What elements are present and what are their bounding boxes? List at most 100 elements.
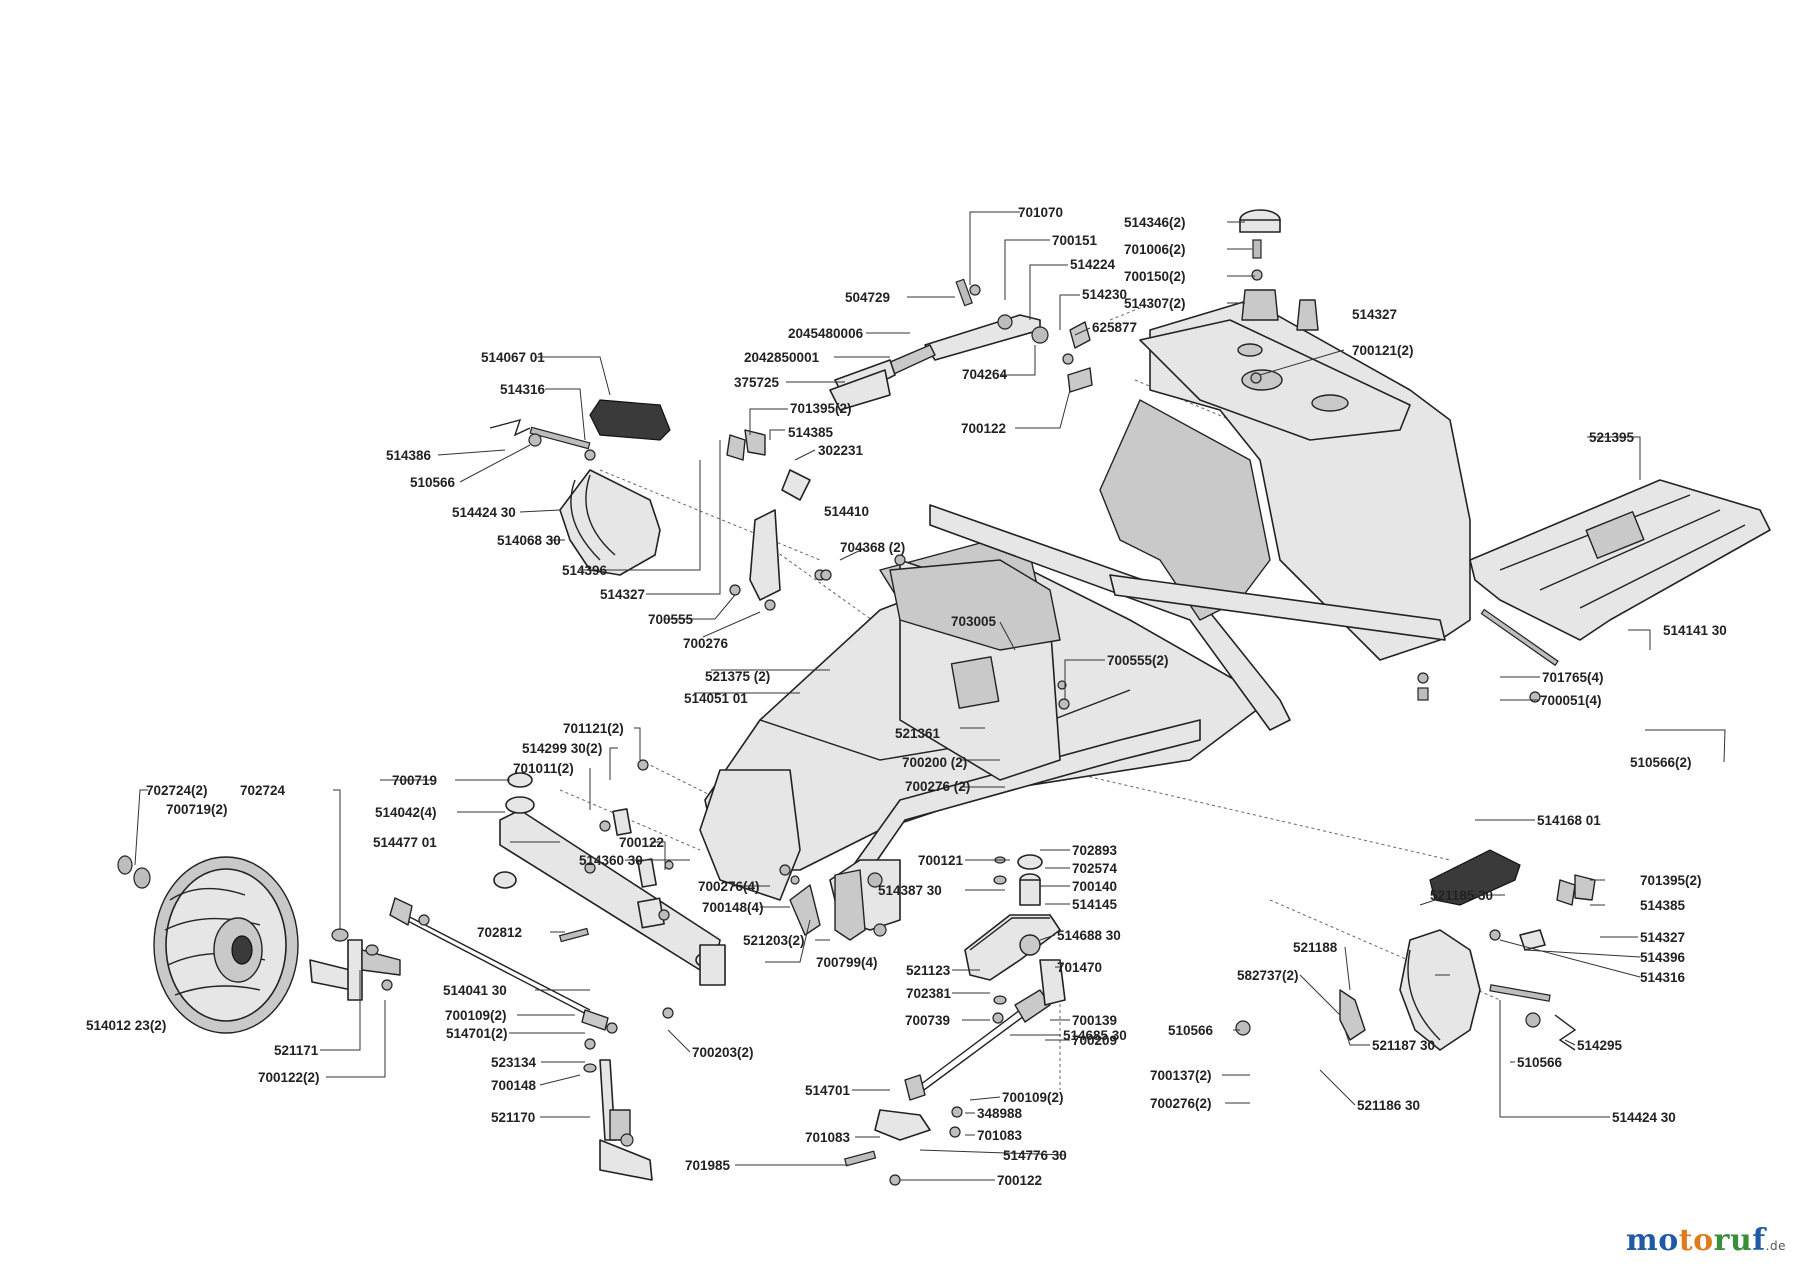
label-702812: 702812	[477, 925, 522, 940]
label-700276-2: 700276(2)	[1150, 1096, 1212, 1111]
label-514424-30-right: 514424 30	[1612, 1110, 1676, 1125]
label-521395: 521395	[1589, 430, 1635, 445]
label-514396-left: 514396	[562, 563, 608, 578]
label-523134: 523134	[491, 1055, 537, 1070]
label-700555: 700555	[648, 612, 694, 627]
label-514685-30: 514685 30	[1063, 1028, 1127, 1043]
label-700200: 700200 (2)	[902, 755, 967, 770]
label-514477-01: 514477 01	[373, 835, 437, 850]
label-521375: 521375 (2)	[705, 669, 770, 684]
label-700799: 700799(4)	[816, 955, 878, 970]
misc-hardware	[820, 209, 1559, 710]
label-521171: 521171	[274, 1043, 319, 1058]
label-514776-30: 514776 30	[1003, 1148, 1067, 1163]
label-700122-axle: 700122	[619, 835, 664, 850]
right-pedal	[1235, 849, 1596, 1051]
label-521186-30: 521186 30	[1357, 1098, 1420, 1113]
front-wheel	[117, 855, 299, 1034]
label-514141-30: 514141 30	[1663, 623, 1727, 638]
label-514424-30-left: 514424 30	[452, 505, 516, 520]
label-702574: 702574	[1072, 861, 1118, 876]
label-514327-left: 514327	[600, 587, 645, 602]
label-700209: 700209	[1072, 1033, 1117, 1048]
label-700719-2: 700719(2)	[166, 802, 228, 817]
label-701395-left: 701395(2)	[790, 401, 852, 416]
label-510566-left: 510566	[410, 475, 456, 490]
label-521185-30: 521185 30	[1430, 888, 1493, 903]
label-700276-2-mid: 700276 (2)	[905, 779, 970, 794]
label-701070: 701070	[1018, 205, 1063, 220]
label-700739: 700739	[905, 1013, 950, 1028]
label-702724-2: 702724(2)	[146, 783, 208, 798]
label-701083-left: 701083	[805, 1130, 851, 1145]
label-514410: 514410	[824, 504, 869, 519]
label-514067-01: 514067 01	[481, 350, 545, 365]
label-514299-30: 514299 30(2)	[522, 741, 602, 756]
label-521188: 521188	[1293, 940, 1338, 955]
label-700122-top: 700122	[961, 421, 1006, 436]
label-582737: 582737(2)	[1237, 968, 1299, 983]
label-514386: 514386	[386, 448, 432, 463]
front-axle	[493, 759, 887, 986]
seat-plate	[1469, 479, 1771, 641]
left-pedal	[489, 399, 906, 611]
label-700140: 700140	[1072, 879, 1117, 894]
label-701006: 701006(2)	[1124, 242, 1186, 257]
part-labels: 701070 700151 514224 504729 514230 62587…	[86, 205, 1727, 1188]
label-504729: 504729	[845, 290, 890, 305]
label-700203: 700203(2)	[692, 1045, 754, 1060]
label-700137: 700137(2)	[1150, 1068, 1212, 1083]
lever-assembly	[829, 278, 1091, 411]
label-302231: 302231	[818, 443, 864, 458]
label-702724: 702724	[240, 783, 286, 798]
label-700122-bottom: 700122	[997, 1173, 1042, 1188]
label-514295: 514295	[1577, 1038, 1623, 1053]
label-514068-30: 514068 30	[497, 533, 561, 548]
label-510566-right: 510566	[1168, 1023, 1214, 1038]
label-514145: 514145	[1072, 897, 1118, 912]
label-704264: 704264	[962, 367, 1008, 382]
label-700150: 700150(2)	[1124, 269, 1186, 284]
chassis-frame	[699, 299, 1471, 931]
label-700276: 700276	[683, 636, 729, 651]
label-514307: 514307(2)	[1124, 296, 1186, 311]
label-514168-01: 514168 01	[1537, 813, 1601, 828]
label-700148: 700148	[491, 1078, 537, 1093]
label-521187-30: 521187 30	[1372, 1038, 1435, 1053]
label-521170: 521170	[491, 1110, 535, 1125]
label-514224: 514224	[1070, 257, 1116, 272]
label-514327-top: 514327	[1352, 307, 1397, 322]
label-701121: 701121(2)	[563, 721, 624, 736]
label-625877: 625877	[1092, 320, 1137, 335]
label-704368: 704368 (2)	[840, 540, 905, 555]
label-702381: 702381	[906, 986, 952, 1001]
label-514346: 514346(2)	[1124, 215, 1186, 230]
spindles-and-tie-rods	[309, 854, 1066, 1186]
label-510566-2: 510566(2)	[1630, 755, 1692, 770]
label-375725: 375725	[734, 375, 780, 390]
label-514396-right: 514396	[1640, 950, 1686, 965]
label-514688-30: 514688 30	[1057, 928, 1121, 943]
label-700139: 700139	[1072, 1013, 1117, 1028]
label-514385-left: 514385	[788, 425, 834, 440]
label-701011: 701011(2)	[513, 761, 574, 776]
label-514042: 514042(4)	[375, 805, 437, 820]
label-510566-far-right: 510566	[1517, 1055, 1563, 1070]
label-702893: 702893	[1072, 843, 1118, 858]
label-700051: 700051(4)	[1540, 693, 1602, 708]
label-700151: 700151	[1052, 233, 1098, 248]
label-514327-right: 514327	[1640, 930, 1685, 945]
label-514230: 514230	[1082, 287, 1127, 302]
label-514701-2: 514701(2)	[446, 1026, 508, 1041]
label-700121-2-top: 700121(2)	[1352, 343, 1414, 358]
leader-lines	[134, 211, 1726, 1181]
label-701470: 701470	[1057, 960, 1102, 975]
label-700148-4: 700148(4)	[702, 900, 764, 915]
label-701985: 701985	[685, 1158, 731, 1173]
label-514385-right: 514385	[1640, 898, 1686, 913]
label-514360-30: 514360 30	[579, 853, 643, 868]
label-701395-right: 701395(2)	[1640, 873, 1702, 888]
label-514387-30: 514387 30	[878, 883, 942, 898]
label-2042850001: 2042850001	[744, 350, 820, 365]
